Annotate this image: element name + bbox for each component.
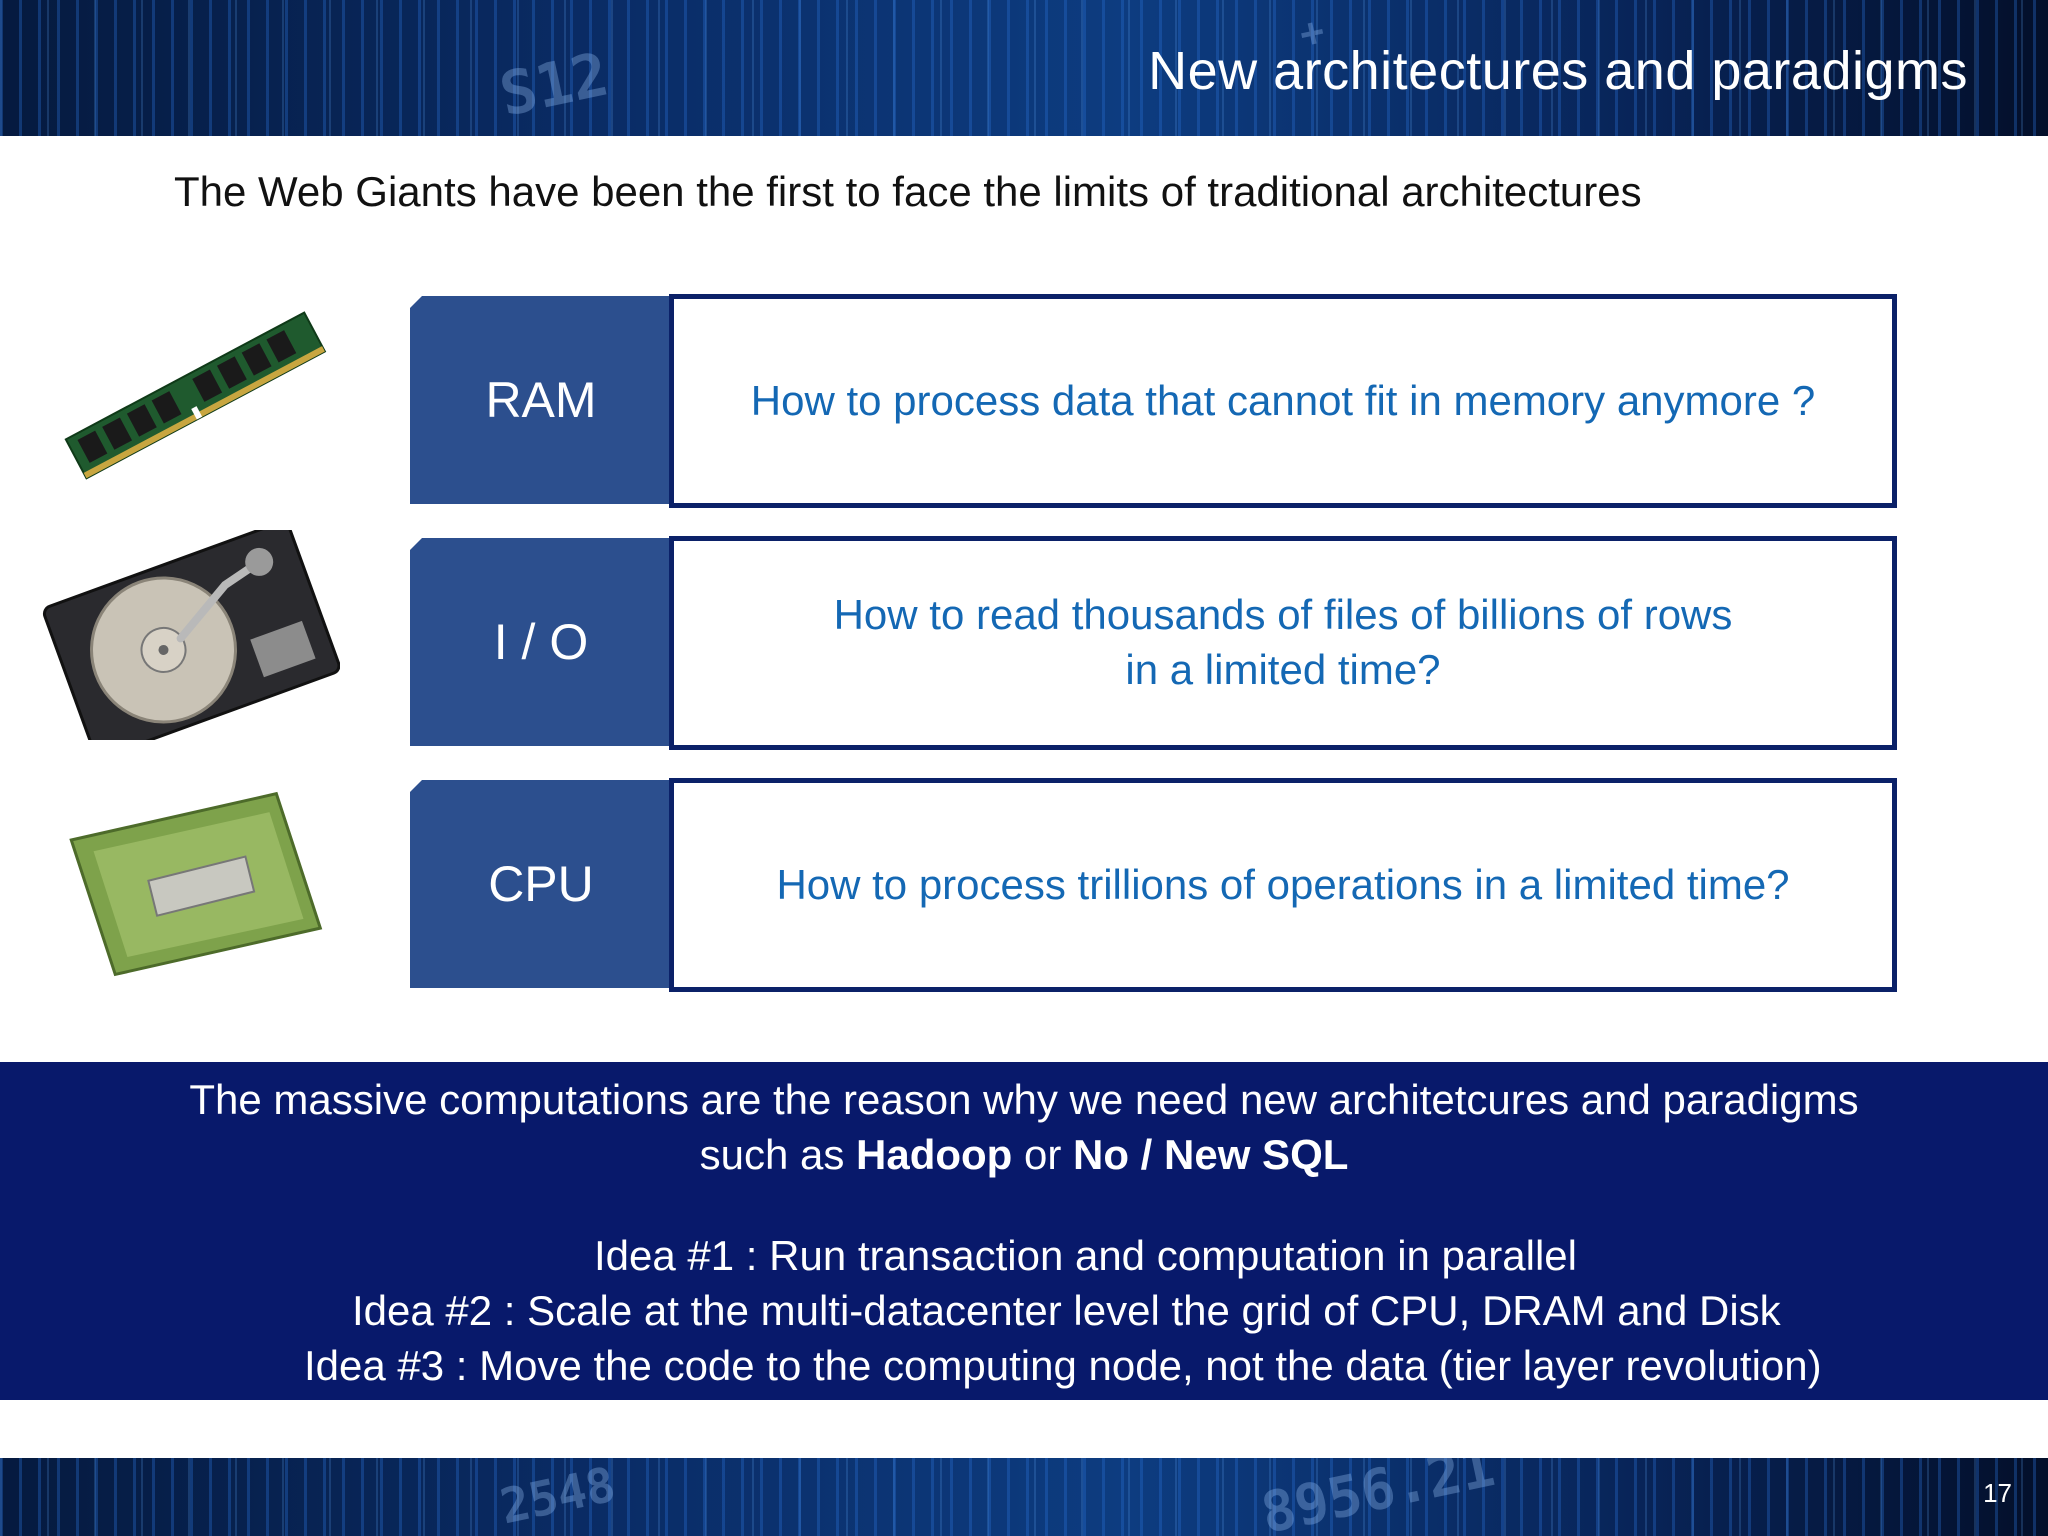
hard-disk-image [42, 530, 340, 740]
page-number: 17 [1983, 1478, 2012, 1508]
row-label-io: I / O [410, 538, 672, 746]
decorative-background: 8956.21 [1255, 1458, 1501, 1536]
slide-title: New architectures and paradigms [1148, 41, 1968, 101]
question-text-line2: in a limited time? [1125, 646, 1441, 693]
comparison-row-io: I / O How to read thousands of files of … [410, 536, 1897, 752]
conclusion-panel: The massive computations are the reason … [0, 1062, 2048, 1400]
idea-2: Idea #2 : Scale at the multi-datacenter … [352, 1287, 1781, 1334]
row-label-ram: RAM [410, 296, 672, 504]
question-text: How to process trillions of operations i… [776, 860, 1790, 908]
conclusion-text: or [1012, 1131, 1074, 1178]
row-question-ram: How to process data that cannot fit in m… [669, 294, 1897, 508]
decorative-background: 2548 [495, 1458, 621, 1536]
question-text: How to process data that cannot fit in m… [750, 376, 1816, 424]
idea-3: Idea #3 : Move the code to the computing… [304, 1342, 1822, 1389]
comparison-row-cpu: CPU How to process trillions of operatio… [410, 778, 1897, 994]
conclusion-line-2: such as Hadoop or No / New SQL [0, 1127, 2048, 1182]
comparison-row-ram: RAM How to process data that cannot fit … [410, 294, 1897, 510]
slide-subtitle: The Web Giants have been the first to fa… [174, 168, 1642, 215]
question-text-line1: How to read thousands of files of billio… [833, 591, 1733, 639]
conclusion-line-1: The massive computations are the reason … [189, 1076, 1859, 1123]
nosql-keyword: No / New SQL [1073, 1131, 1349, 1178]
title-banner: S12 + New architectures and paradigms [0, 0, 2048, 136]
conclusion-text: such as [699, 1131, 857, 1178]
decorative-background: S12 [493, 39, 615, 131]
row-question-cpu: How to process trillions of operations i… [669, 778, 1897, 992]
ram-module-image [64, 311, 327, 480]
row-question-io: How to read thousands of files of billio… [669, 536, 1897, 750]
hadoop-keyword: Hadoop [856, 1131, 1013, 1178]
row-label-cpu: CPU [410, 780, 672, 988]
footer-banner: 2548 8956.21 17 [0, 1458, 2048, 1536]
cpu-chip-image [69, 791, 323, 977]
idea-1: Idea #1 : Run transaction and computatio… [594, 1232, 1577, 1279]
